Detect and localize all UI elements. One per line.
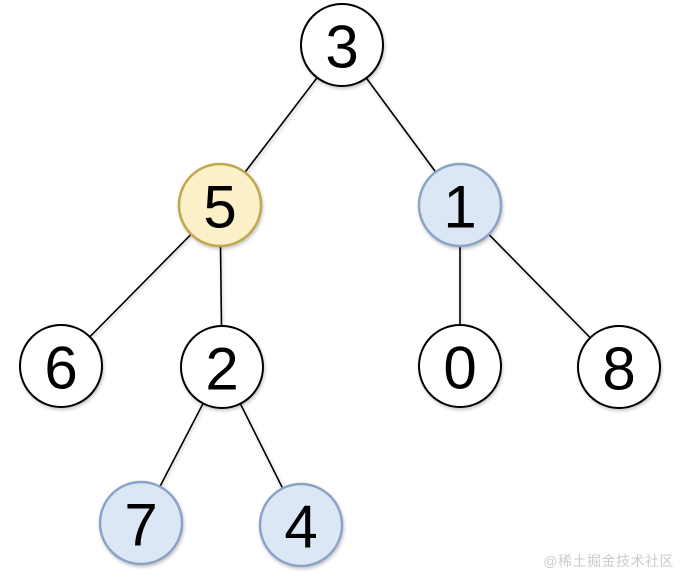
tree-node-circle-2 [180,325,264,409]
tree-node-circle-7 [98,480,184,566]
tree-node-label-5: 5 [203,174,236,241]
tree-node-label-1: 1 [443,174,476,241]
tree-node-circle-1 [417,162,503,248]
watermark: @稀土掘金技术社区 [543,553,674,569]
tree-node-label-6: 6 [44,335,77,402]
tree-node-label-3: 3 [325,14,358,81]
tree-node-circle-4 [258,482,344,568]
tree-node-3: 3 [300,3,384,87]
tree-node-0: 0 [418,324,502,408]
tree-node-label-8: 8 [602,336,635,403]
tree-node-6: 6 [19,324,103,408]
tree-node-label-7: 7 [124,492,157,559]
tree-node-circle-6 [19,324,103,408]
tree-node-8: 8 [577,325,661,409]
tree-node-4: 4 [258,482,344,568]
tree-node-5: 5 [177,162,263,248]
tree-node-circle-0 [418,324,502,408]
tree-node-circle-8 [577,325,661,409]
tree-node-label-0: 0 [443,335,476,402]
tree-node-label-4: 4 [284,494,317,561]
tree-node-circle-5 [177,162,263,248]
tree-node-7: 7 [98,480,184,566]
tree-node-2: 2 [180,325,264,409]
tree-node-label-2: 2 [205,336,238,403]
tree-node-circle-3 [300,3,384,87]
tree-node-1: 1 [417,162,503,248]
